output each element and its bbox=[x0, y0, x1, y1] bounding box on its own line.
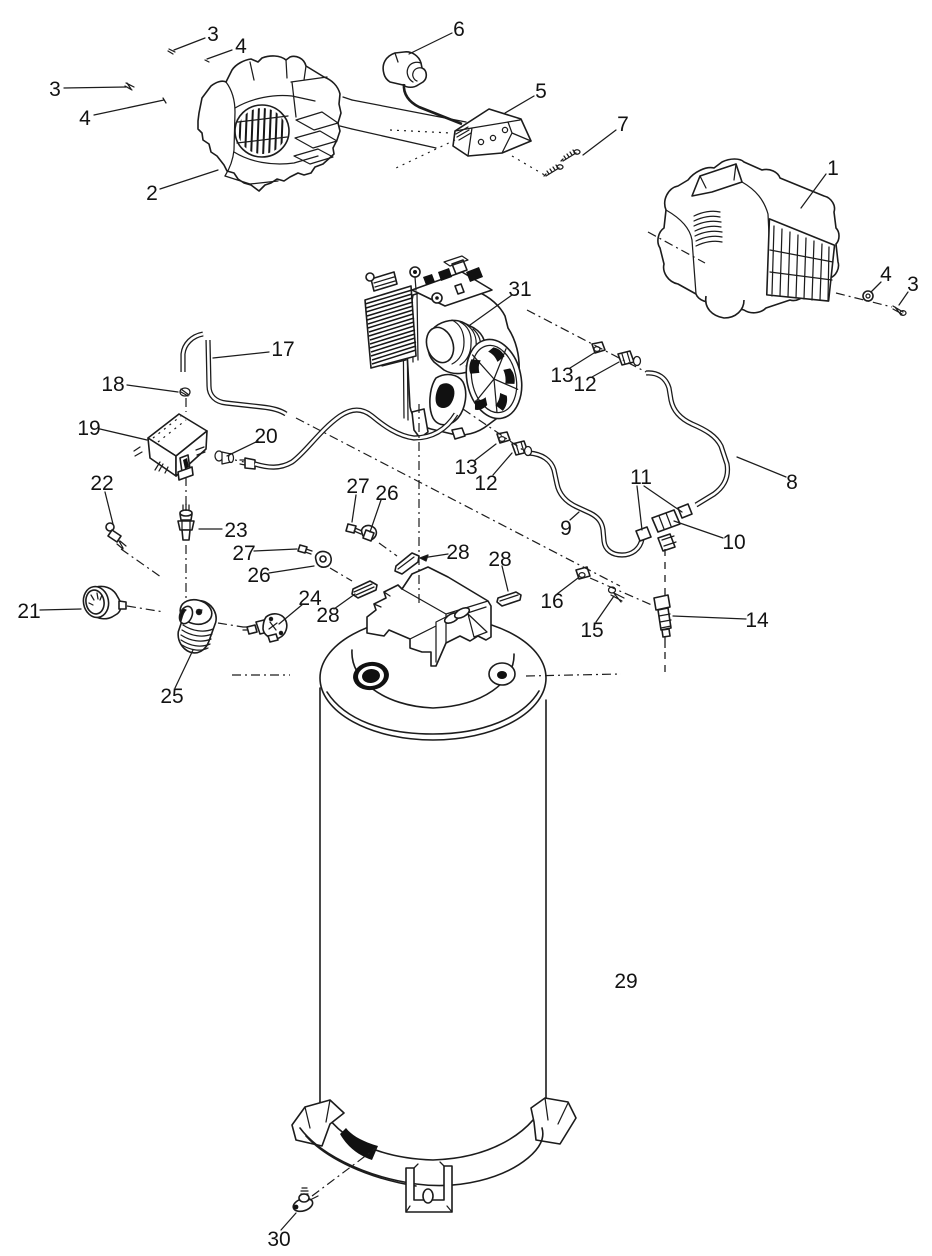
svg-text:22: 22 bbox=[90, 472, 113, 495]
svg-text:13: 13 bbox=[454, 456, 477, 479]
svg-text:12: 12 bbox=[573, 373, 596, 396]
svg-text:28: 28 bbox=[316, 604, 339, 627]
svg-text:18: 18 bbox=[101, 373, 124, 396]
svg-text:25: 25 bbox=[160, 685, 183, 708]
svg-text:27: 27 bbox=[232, 542, 255, 565]
svg-text:24: 24 bbox=[298, 587, 322, 610]
svg-text:23: 23 bbox=[224, 519, 247, 542]
svg-text:2: 2 bbox=[146, 182, 158, 205]
svg-text:10: 10 bbox=[722, 531, 745, 554]
svg-text:17: 17 bbox=[271, 338, 294, 361]
svg-text:13: 13 bbox=[550, 364, 573, 387]
svg-text:3: 3 bbox=[907, 273, 919, 296]
svg-text:21: 21 bbox=[17, 600, 40, 623]
svg-text:15: 15 bbox=[580, 619, 603, 642]
svg-text:12: 12 bbox=[474, 472, 497, 495]
svg-text:5: 5 bbox=[535, 80, 547, 103]
svg-text:4: 4 bbox=[880, 263, 892, 286]
svg-text:26: 26 bbox=[375, 482, 398, 505]
svg-text:3: 3 bbox=[49, 78, 61, 101]
svg-text:7: 7 bbox=[617, 113, 629, 136]
svg-text:4: 4 bbox=[235, 35, 247, 58]
svg-text:30: 30 bbox=[267, 1228, 290, 1251]
svg-text:26: 26 bbox=[247, 564, 270, 587]
svg-text:20: 20 bbox=[254, 425, 277, 448]
svg-text:16: 16 bbox=[540, 590, 563, 613]
svg-text:28: 28 bbox=[446, 541, 469, 564]
svg-text:8: 8 bbox=[786, 471, 798, 494]
svg-text:31: 31 bbox=[508, 278, 531, 301]
svg-text:1: 1 bbox=[827, 157, 839, 180]
svg-text:9: 9 bbox=[560, 517, 572, 540]
svg-text:28: 28 bbox=[488, 548, 511, 571]
svg-text:19: 19 bbox=[77, 417, 100, 440]
svg-text:29: 29 bbox=[614, 970, 637, 993]
svg-text:27: 27 bbox=[346, 475, 369, 498]
svg-text:3: 3 bbox=[207, 23, 219, 46]
svg-text:4: 4 bbox=[79, 107, 91, 130]
svg-text:14: 14 bbox=[745, 609, 769, 632]
svg-text:6: 6 bbox=[453, 18, 465, 41]
svg-text:11: 11 bbox=[630, 466, 652, 489]
